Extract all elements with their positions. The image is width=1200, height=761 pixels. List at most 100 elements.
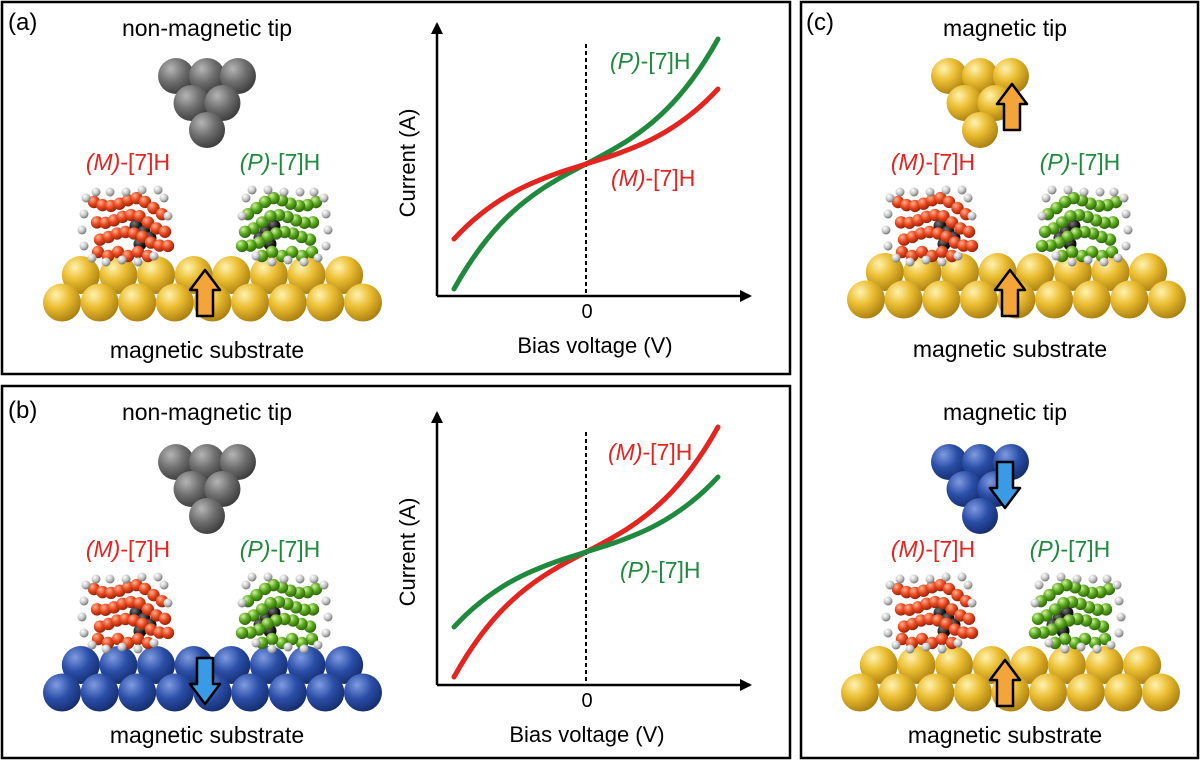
substrate-atom: [80, 283, 119, 322]
substrate-atom: [212, 256, 251, 294]
hydrogen-atom: [81, 193, 91, 203]
hydrogen-atom: [159, 580, 169, 590]
hydrogen-atom: [963, 580, 973, 590]
hydrogen-atom: [117, 642, 127, 652]
substrate-atom: [43, 673, 81, 712]
hydrogen-atom: [1040, 572, 1050, 582]
panel-b-series-p-line: [451, 474, 721, 630]
substrate-atom: [959, 280, 998, 319]
panel-b-spin-down-arrow-icon: [188, 656, 222, 706]
hydrogen-atom: [81, 580, 91, 590]
carbon-atom: [238, 225, 252, 238]
substrate-atom: [1029, 673, 1068, 712]
hydrogen-atom: [105, 574, 115, 584]
carbon-atom: [265, 632, 279, 646]
substrate-atom: [137, 646, 176, 684]
carbon-atom: [962, 225, 976, 238]
substrate-atom: [916, 673, 955, 712]
hydrogen-atom: [133, 257, 143, 267]
carbon-atom: [138, 582, 152, 596]
hydrogen-atom: [153, 572, 163, 582]
panel-b-m-label: (M)-[7]H: [86, 536, 170, 562]
hydrogen-atom: [1121, 209, 1131, 219]
carbon-atom: [1078, 632, 1092, 646]
substrate-atom: [43, 283, 81, 322]
carbon-atom: [235, 626, 249, 640]
carbon-atom: [285, 245, 299, 259]
panel-b-substrate: [43, 646, 382, 712]
hydrogen-atom: [87, 640, 97, 650]
panel-a-tag: (a): [8, 9, 37, 36]
carbon-atom: [238, 612, 252, 625]
hydrogen-atom: [247, 185, 257, 195]
hydrogen-atom: [909, 574, 919, 584]
hydrogen-atom: [77, 225, 87, 235]
hydrogen-atom: [1051, 251, 1061, 261]
hydrogen-atom: [937, 257, 947, 267]
hydrogen-atom: [237, 211, 247, 221]
hydrogen-atom: [1047, 185, 1057, 195]
hydrogen-atom: [1079, 187, 1089, 197]
substrate-atom: [249, 256, 288, 294]
hydrogen-atom: [1056, 572, 1066, 582]
panel-b-chart: 0 Bias voltage (V) Current (A) (M)-[7]H …: [395, 411, 752, 747]
hydrogen-atom: [953, 638, 963, 648]
hydrogen-atom: [941, 185, 951, 195]
hydrogen-atom: [91, 187, 101, 197]
carbon-atom: [258, 195, 272, 209]
substrate-atom: [80, 673, 119, 712]
hydrogen-atom: [957, 572, 967, 582]
tip-atom: [962, 498, 998, 534]
tip-atom: [158, 58, 195, 94]
hydrogen-atom: [941, 572, 951, 582]
carbon-atom: [1031, 612, 1045, 625]
substrate-atom: [878, 673, 917, 712]
substrate-atom: [1066, 673, 1105, 712]
carbon-atom: [111, 632, 125, 646]
substrate-atom: [865, 253, 904, 291]
substrate-atom: [325, 646, 364, 684]
tip-atom: [962, 444, 998, 480]
carbon-atom: [1051, 582, 1065, 596]
hydrogen-atom: [1063, 185, 1073, 195]
substrate-atom: [941, 253, 980, 291]
tip-atom: [189, 444, 225, 480]
hydrogen-atom: [1109, 187, 1119, 197]
panel-a-series-m-line: [451, 86, 721, 242]
carbon-atom: [1058, 195, 1072, 209]
hydrogen-atom: [237, 598, 247, 608]
hydrogen-atom: [1114, 596, 1124, 606]
substrate-atom: [155, 283, 194, 322]
hydrogen-atom: [79, 241, 89, 251]
hydrogen-atom: [1114, 628, 1124, 638]
hydrogen-atom: [1083, 255, 1093, 265]
panel-c-top-p-molecule: [1035, 185, 1133, 267]
tip-atom: [204, 85, 241, 121]
carbon-atom: [915, 632, 929, 646]
hydrogen-atom: [159, 193, 169, 203]
hydrogen-atom: [1095, 187, 1105, 197]
hydrogen-atom: [263, 185, 273, 195]
hydrogen-atom: [319, 580, 329, 590]
hydrogen-atom: [1113, 253, 1123, 263]
tip-atom: [189, 58, 225, 94]
hydrogen-atom: [891, 640, 901, 650]
hydrogen-atom: [149, 638, 159, 648]
hydrogen-atom: [91, 574, 101, 584]
substrate-atom: [268, 283, 307, 322]
hydrogen-atom: [1123, 225, 1133, 235]
carbon-atom: [1065, 245, 1079, 259]
tip-atom: [204, 471, 241, 507]
hydrogen-atom: [163, 598, 173, 608]
hydrogen-atom: [321, 628, 331, 638]
hydrogen-atom: [921, 642, 931, 652]
hydrogen-atom: [163, 211, 173, 221]
panel-c-bottom-p-molecule: [1028, 572, 1126, 654]
hydrogen-atom: [323, 225, 333, 235]
carbon-atom: [965, 239, 979, 253]
hydrogen-atom: [279, 574, 289, 584]
panel-a-substrate: [43, 256, 382, 322]
hydrogen-atom: [1099, 257, 1109, 267]
panel-b-x-label: Bias voltage (V): [509, 722, 664, 747]
